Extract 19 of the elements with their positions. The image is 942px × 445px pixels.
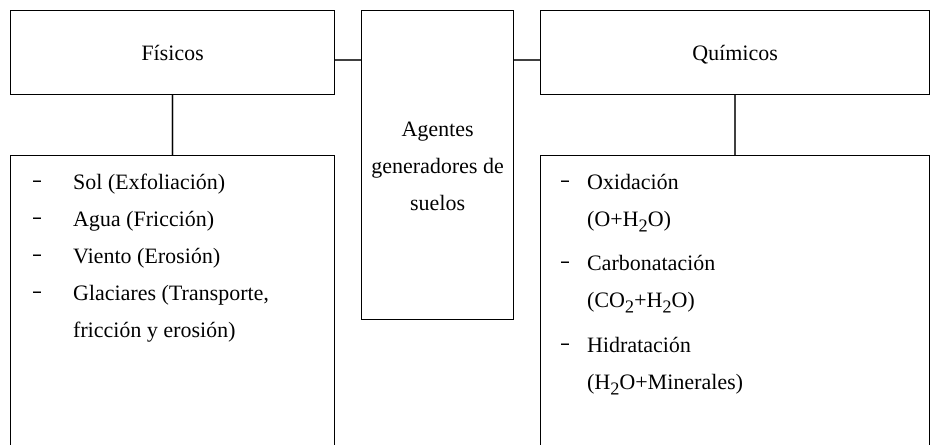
connector-line (734, 95, 736, 155)
node-label: Químicos (692, 38, 778, 66)
connector-line (335, 59, 361, 61)
category-box (361, 10, 514, 320)
list-box (10, 155, 335, 445)
connector-line (514, 59, 540, 61)
category-box (10, 10, 335, 95)
category-box (540, 10, 930, 95)
list-box (540, 155, 930, 445)
node-label: Agentes generadores de suelos (371, 114, 504, 216)
list-item: Sol (Exfoliación) (73, 168, 226, 196)
list-item: Hidratación (H$_{2}$O+Minerales) (587, 330, 744, 400)
list-item: Carbonatación (CO$_{2}$+H$_{2}$O) (587, 249, 716, 319)
node-label: Físicos (141, 38, 204, 66)
list-item: Glaciares (Transporte, fricción y erosión) (73, 279, 270, 344)
list-item: Agua (Fricción) (73, 205, 216, 233)
list-item: Oxidación (O+H$_{2}$O) (587, 168, 680, 238)
connector-line (172, 95, 174, 155)
list-item: Viento (Erosión) (73, 242, 222, 270)
